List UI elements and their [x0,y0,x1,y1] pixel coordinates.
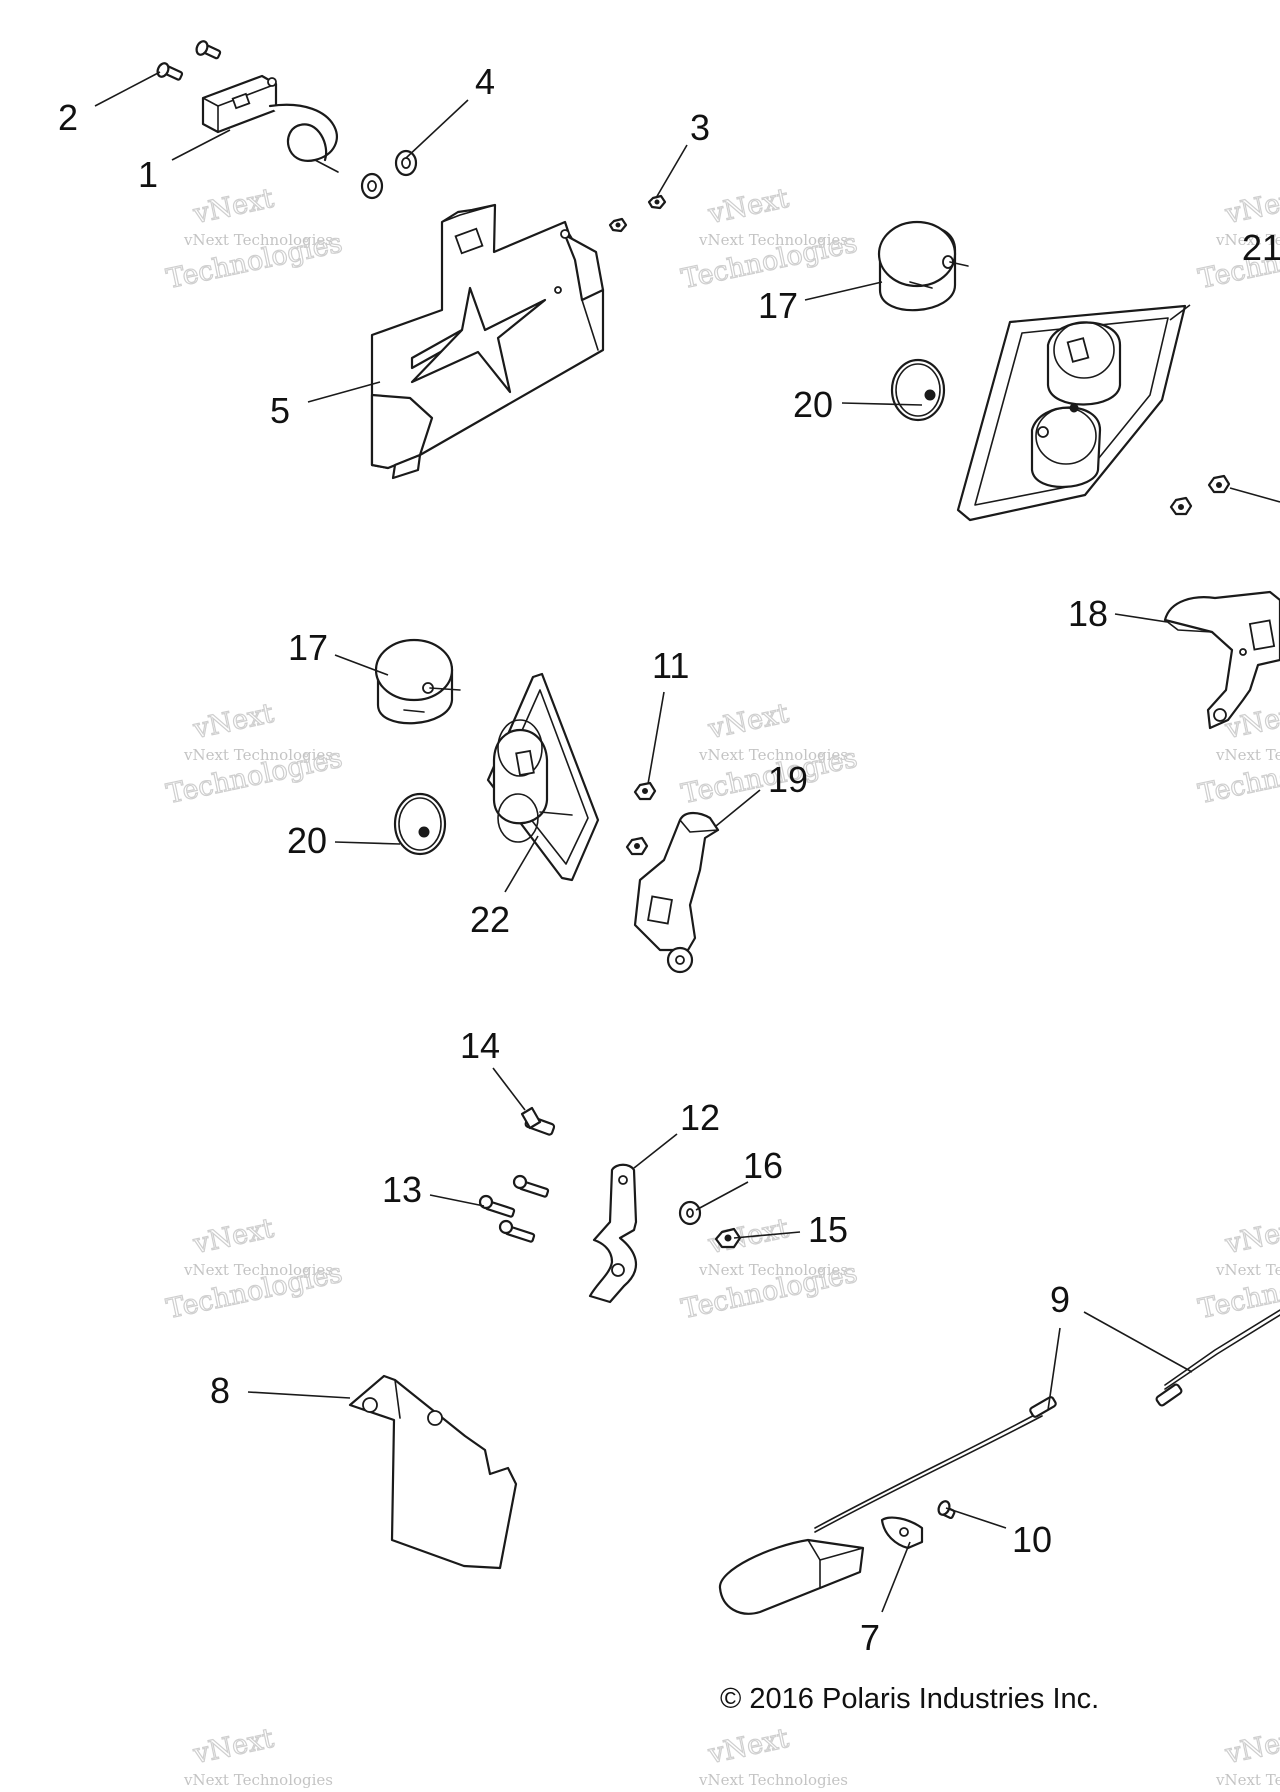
part-8-mudflap [348,1374,518,1570]
part-17-light-mid [374,638,461,725]
part-11-nuts [625,781,657,856]
callout-20-mid: 20 [287,820,327,861]
part-1-sensor [201,74,339,173]
callout-21: 21 [1242,227,1280,268]
part-20-lens-top [890,358,946,422]
watermark-line2: vNext Technologies [698,231,848,249]
callout-22: 22 [470,899,510,940]
callout-1: 1 [138,154,158,195]
callout-4: 4 [475,61,495,102]
watermark-line1: vNext [190,698,277,745]
callout-14: 14 [460,1025,500,1066]
part-7-marker-light [718,1516,924,1615]
watermark-line1: vNext [705,183,792,230]
part-2-screws [156,40,222,81]
watermark-line2: vNext Technologies [1215,1261,1280,1279]
watermark: vNext vNext Technologies Technologies [163,182,345,295]
part-14-bolt [520,1106,556,1136]
part-12-bracket [588,1163,638,1304]
watermark: vNext vNext Technologies [183,1722,333,1789]
part-18-bracket [1163,590,1280,730]
part-13-screws [478,1174,550,1243]
part-5-bracket [370,203,605,480]
watermark-line1: vNext [705,698,792,745]
callout-12: 12 [680,1097,720,1138]
watermark-line1: vNext [190,1723,277,1770]
part-22-light-housing [486,672,600,882]
watermark-line1: vNext [190,1213,277,1260]
part-15-nut [714,1227,742,1249]
watermark: vNext vNext Technologies [1215,1722,1280,1789]
callout-16: 16 [743,1145,783,1186]
watermark: vNext vNext Technologies Technologies [678,182,860,295]
watermark-line1: vNext [705,1723,792,1770]
callout-15: 15 [808,1209,848,1250]
callout-17-top: 17 [758,285,798,326]
watermark-line2: vNext Technologies [698,1261,848,1279]
part-nuts-right [1169,474,1231,516]
callout-10: 10 [1012,1519,1052,1560]
leader-lines [94,71,1280,1613]
watermark: vNext vNext Technologies Technologies [1195,1212,1280,1325]
watermark-line2: vNext Technologies [698,1771,848,1789]
watermark-line1: vNext [1222,1723,1280,1770]
callout-19: 19 [768,759,808,800]
callout-3: 3 [690,107,710,148]
watermark-line2: vNext Technologies [183,231,333,249]
callout-9: 9 [1050,1279,1070,1320]
watermark-line2: vNext Technologies [183,1771,333,1789]
watermark-line1: vNext [1222,183,1280,230]
callout-2: 2 [58,97,78,138]
watermark-line2: vNext Technologies [183,746,333,764]
part-16-washer [678,1200,702,1226]
callout-13: 13 [382,1169,422,1210]
part-17-light-top [877,220,969,312]
callout-11: 11 [652,645,689,686]
watermark-line2: vNext Technologies [1215,231,1280,249]
callout-8: 8 [210,1370,230,1411]
watermark-line1: vNext [1222,1213,1280,1260]
callout-7: 7 [860,1617,880,1658]
callout-5: 5 [270,390,290,431]
part-21-light-housing [956,304,1187,522]
copyright-text: © 2016 Polaris Industries Inc. [720,1683,1100,1715]
callout-17-mid: 17 [288,627,328,668]
part-19-bracket [633,811,720,974]
part-9-harness [814,1309,1280,1533]
watermark: vNext vNext Technologies [698,1722,848,1789]
watermark-line2: vNext Technologies [698,746,848,764]
watermark-line2: vNext Technologies [1215,1771,1280,1789]
callout-18: 18 [1068,593,1108,634]
watermark-line2: vNext Technologies [183,1261,333,1279]
callout-20-top: 20 [793,384,833,425]
watermark-line2: vNext Technologies [1215,746,1280,764]
watermark: vNext vNext Technologies Technologies [163,697,345,810]
watermark-line1: vNext [190,183,277,230]
part-20-lens-mid [393,792,447,856]
part-3-nuts [608,194,667,233]
watermark: vNext vNext Technologies Technologies [163,1212,345,1325]
part-4-spacers [360,149,418,200]
part-10-screw [937,1500,956,1520]
callouts: 1 2 3 4 5 7 8 9 10 11 12 13 14 15 16 17 … [58,61,1280,1658]
